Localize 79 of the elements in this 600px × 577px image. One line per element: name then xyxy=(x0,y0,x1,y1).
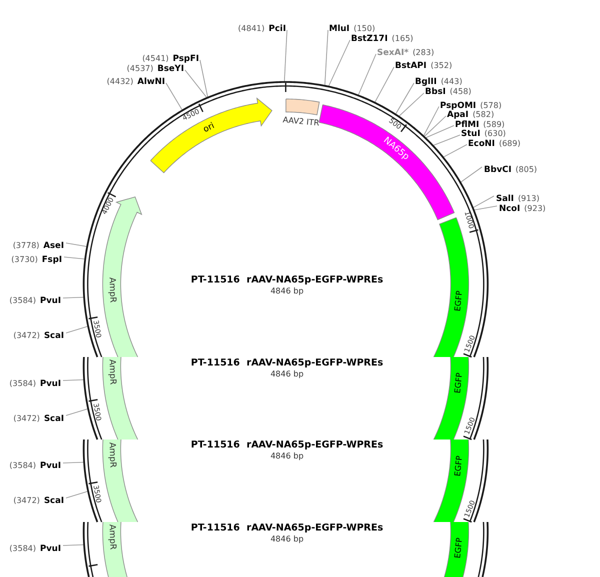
restriction-site-label: SexAI* (283) xyxy=(377,45,434,55)
leader-line xyxy=(62,296,84,298)
restriction-site-label: PspOMI (578) xyxy=(440,98,502,108)
restriction-site-label: (3584) PvuI xyxy=(9,376,61,386)
leader-line xyxy=(66,242,88,247)
plasmid-backbone xyxy=(82,356,103,440)
leader-line xyxy=(62,544,84,546)
leader-line xyxy=(424,116,446,137)
feature-label: AmpR xyxy=(106,276,118,303)
feature-segment xyxy=(444,522,469,577)
leader-line xyxy=(443,144,468,158)
restriction-site-label: (3472) ScaI xyxy=(13,493,64,503)
restriction-site-label: (3584) PvuI xyxy=(9,540,61,550)
restriction-site-label: (4841) PciI xyxy=(238,21,286,31)
leader-line xyxy=(62,462,84,464)
leader-line xyxy=(395,82,414,114)
restriction-site-label: (3584) PvuI xyxy=(9,458,61,468)
leader-line xyxy=(423,106,440,136)
restriction-site-label: (3584) PvuI xyxy=(9,293,61,303)
leader-line xyxy=(324,30,328,86)
plasmid-size-label: 4846 bp xyxy=(270,286,304,296)
plasmid-size-label: 4846 bp xyxy=(270,369,304,378)
leader-line xyxy=(398,92,424,117)
feature-label: EGFP xyxy=(452,372,465,394)
restriction-site-label: EcoNI (689) xyxy=(468,136,520,146)
restriction-site-label: BbsI (458) xyxy=(425,84,472,94)
restriction-site-label: (4537) BseYI xyxy=(126,61,184,71)
feature-segment xyxy=(102,196,142,357)
map-title: PT-11516 rAAV-NA65p-EGFP-WPREs xyxy=(190,357,384,368)
feature-label: EGFP xyxy=(452,537,465,559)
leader-line xyxy=(184,70,208,98)
feature-label: EGFP xyxy=(452,454,465,476)
map-title: PT-11516 rAAV-NA65p-EGFP-WPREs xyxy=(190,274,384,286)
leader-line xyxy=(432,134,460,146)
leader-line xyxy=(66,326,88,334)
plasmid-size-label: 4846 bp xyxy=(270,452,304,460)
restriction-site-label: MluI (150) xyxy=(329,21,376,31)
leader-line xyxy=(166,82,183,110)
restriction-site-label: BstAPI (352) xyxy=(395,58,452,68)
feature-segment xyxy=(102,522,128,577)
leader-line xyxy=(374,66,394,103)
restriction-site-label: (3472) ScaI xyxy=(13,410,64,420)
leader-line xyxy=(328,40,350,87)
restriction-site-label: BstZ17I (165) xyxy=(351,31,414,41)
restriction-site-label: BbvCI (805) xyxy=(484,162,538,172)
leader-line xyxy=(474,206,498,210)
feature-label: AmpR xyxy=(106,359,118,386)
plasmid-size-label: 4846 bp xyxy=(270,534,304,543)
restriction-site-label: SalI (913) xyxy=(496,191,540,201)
leader-line xyxy=(64,256,86,260)
map-title: PT-11516 rAAV-NA65p-EGFP-WPREs xyxy=(190,440,384,450)
leader-line xyxy=(460,166,482,183)
leader-line xyxy=(200,60,208,98)
leader-line xyxy=(425,125,454,138)
feature-label: EGFP xyxy=(452,290,465,312)
restriction-site-label: (4432) AlwNI xyxy=(106,74,165,84)
map-title: PT-11516 rAAV-NA65p-EGFP-WPREs xyxy=(190,522,384,533)
feature-label: AmpR xyxy=(106,442,118,468)
plasmid-backbone xyxy=(82,521,95,577)
plasmid-backbone xyxy=(477,521,489,577)
feature-segment xyxy=(102,439,138,522)
restriction-site-label: (3472) ScaI xyxy=(13,328,64,338)
leader-line xyxy=(284,30,288,82)
restriction-site-label: BglII (443) xyxy=(415,74,462,84)
restriction-site-label: (3778) AseI xyxy=(12,238,64,248)
leader-line xyxy=(472,196,494,208)
leader-line xyxy=(66,408,88,416)
leader-line xyxy=(66,490,88,498)
leader-line xyxy=(358,54,376,96)
leader-line xyxy=(62,379,84,381)
restriction-site-label: NcoI (923) xyxy=(499,201,546,211)
feature-segment xyxy=(102,357,138,440)
restriction-site-label: (4541) PspFI xyxy=(142,51,199,61)
feature-label: AmpR xyxy=(106,524,118,550)
plasmid-backbone xyxy=(82,438,103,522)
feature-segment xyxy=(150,98,272,173)
restriction-site-label: (3730) FspI xyxy=(11,252,62,262)
feature-label: AAV2 ITR xyxy=(282,115,320,128)
feature-label: ori xyxy=(202,120,216,135)
